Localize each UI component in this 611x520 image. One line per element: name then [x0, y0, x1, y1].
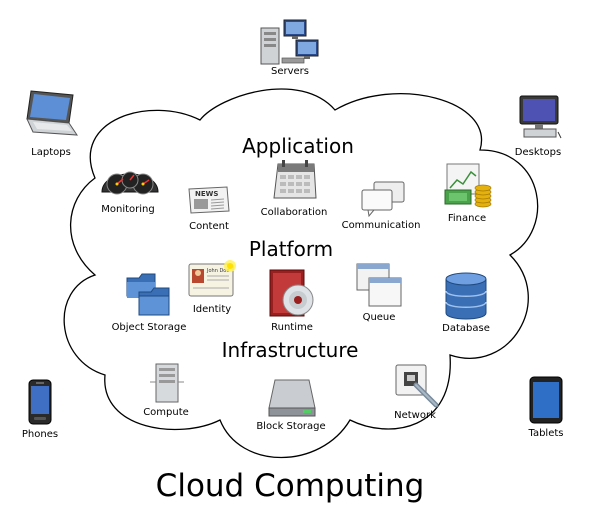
servers-label: Servers: [270, 66, 310, 77]
application-heading: Application: [242, 134, 354, 158]
tablets-label: Tablets: [528, 428, 564, 439]
database-icon: [445, 272, 487, 320]
id-card-name: John Doe: [206, 268, 229, 274]
finance-label: Finance: [447, 213, 487, 224]
laptop-icon: [26, 90, 78, 136]
block-storage-label: Block Storage: [256, 421, 326, 432]
calendar-icon: [273, 160, 317, 199]
monitoring-icon: [101, 171, 159, 195]
diagram-title: Cloud Computing: [155, 468, 425, 504]
object-storage-label: Object Storage: [111, 322, 187, 333]
network-label: Network: [394, 410, 436, 421]
database-label: Database: [442, 323, 490, 334]
folders-icon: [126, 273, 170, 316]
platform-heading: Platform: [248, 237, 334, 261]
queue-icon: [356, 263, 402, 307]
identity-label: Identity: [192, 304, 232, 315]
id-card-icon: John Doe: [188, 260, 236, 297]
hard-drive-icon: [268, 379, 316, 417]
chat-bubbles-icon: [361, 181, 405, 218]
monitoring-label: Monitoring: [101, 204, 155, 215]
laptops-label: Laptops: [31, 147, 71, 158]
phone-icon: [28, 379, 52, 425]
network-icon: [395, 364, 439, 408]
compute-server-icon: [150, 363, 184, 403]
communication-label: Communication: [341, 220, 421, 231]
news-word: NEWS: [195, 190, 218, 198]
servers-icon: [260, 19, 319, 65]
collaboration-label: Collaboration: [260, 207, 328, 218]
finance-icon: [444, 163, 492, 208]
queue-label: Queue: [362, 312, 396, 323]
desktops-label: Desktops: [514, 147, 562, 158]
runtime-label: Runtime: [271, 322, 313, 333]
desktop-icon: [519, 95, 562, 139]
runtime-icon: [269, 269, 314, 317]
newspaper-icon: NEWS: [188, 186, 230, 214]
phones-label: Phones: [21, 429, 59, 440]
tablet-icon: [529, 376, 563, 424]
content-label: Content: [189, 221, 229, 232]
compute-label: Compute: [143, 407, 189, 418]
infrastructure-heading: Infrastructure: [221, 338, 359, 362]
